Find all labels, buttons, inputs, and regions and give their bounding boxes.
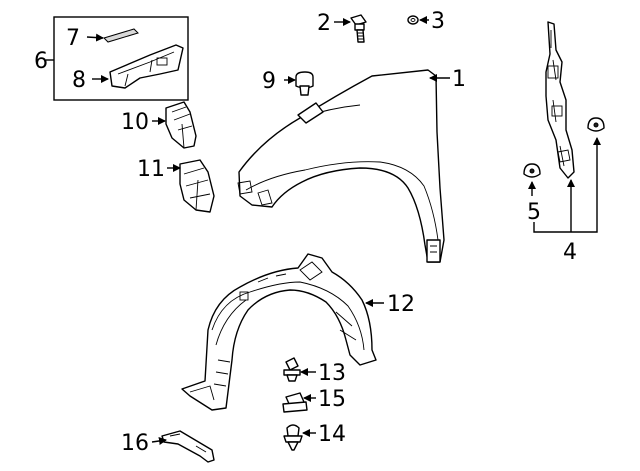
callout-10: 10 bbox=[121, 110, 149, 135]
callout-9: 9 bbox=[262, 69, 276, 94]
part-16-bracket[interactable] bbox=[161, 430, 215, 463]
part-12-fender-liner[interactable] bbox=[181, 253, 377, 411]
callout-11: 11 bbox=[137, 157, 165, 182]
callout-4: 4 bbox=[563, 240, 577, 265]
callout-7: 7 bbox=[66, 26, 80, 51]
part-9-clip[interactable] bbox=[295, 71, 314, 96]
callout-6: 6 bbox=[34, 49, 48, 74]
part-11-bracket[interactable] bbox=[179, 159, 215, 213]
part-5-pin-clip-left[interactable] bbox=[523, 163, 541, 178]
part-7-strip[interactable] bbox=[103, 28, 139, 43]
kit-box-6 bbox=[46, 16, 189, 101]
callout-labels: 1 2 3 4 5 6 7 8 9 10 11 12 13 14 15 16 bbox=[34, 9, 577, 456]
part-5-pin-clip-right[interactable] bbox=[587, 117, 605, 132]
callout-3: 3 bbox=[431, 9, 445, 34]
callout-16: 16 bbox=[121, 431, 149, 456]
callout-2: 2 bbox=[317, 11, 331, 36]
part-4-seal-bracket[interactable] bbox=[545, 21, 575, 179]
callout-13: 13 bbox=[318, 361, 346, 386]
leader-lines bbox=[86, 16, 601, 445]
callout-5: 5 bbox=[527, 200, 541, 225]
part-1-fender[interactable] bbox=[237, 69, 445, 263]
part-13-screw[interactable] bbox=[283, 357, 301, 382]
callout-12: 12 bbox=[387, 292, 415, 317]
part-14-push-clip[interactable] bbox=[283, 424, 303, 451]
part-3-washer[interactable] bbox=[407, 15, 419, 25]
part-10-bracket[interactable] bbox=[165, 101, 197, 149]
callout-8: 8 bbox=[72, 68, 86, 93]
callout-15: 15 bbox=[318, 387, 346, 412]
part-8-bracket[interactable] bbox=[109, 44, 184, 89]
part-2-bolt[interactable] bbox=[350, 14, 367, 43]
callout-14: 14 bbox=[318, 422, 346, 447]
part-15-nut[interactable] bbox=[282, 392, 308, 413]
callout-1: 1 bbox=[452, 67, 466, 92]
